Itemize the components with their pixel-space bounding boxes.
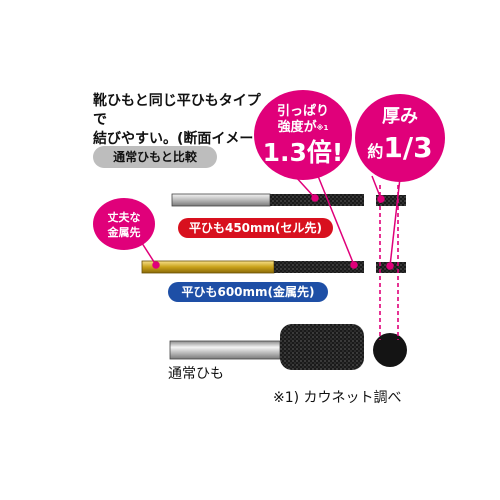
thickness-bubble: 厚み 約1/3 [355,94,445,182]
strength-note: ※1 [316,124,329,132]
strength-line2-text: 強度が [277,120,317,135]
thickness-prefix: 約 [367,142,384,161]
lace-450-drawing [171,193,406,207]
lace-600-drawing [141,260,406,274]
pointer-dot [152,261,160,269]
metal-line2: 金属先 [107,226,141,239]
pointer-dot [350,261,358,269]
metal-tip-bubble: 丈夫な 金属先 [93,198,155,250]
footnote: ※1) カウネット調べ [273,390,402,406]
thickness-value: 1/3 [383,131,433,164]
strength-line2: 強度が※1 [254,120,352,136]
strength-bubble: 引っぱり 強度が※1 1.3倍! [254,90,352,180]
compare-label: 通常ひもと比較 [93,146,217,168]
pointer-line [371,175,382,200]
round-lace-cross-section [373,333,407,367]
cell-tip [171,193,271,207]
round-lace-body [280,324,364,370]
thickness-guides [379,185,399,340]
pointer-line [317,175,355,266]
normal-lace-label: 通常ひも [168,366,224,382]
pointer-dot [377,195,385,203]
normal-lace-drawing [169,324,407,370]
pointer-dot [386,262,394,270]
strength-line1: 引っぱり [276,104,329,119]
lace-600-label: 平ひも600mm(金属先) [168,282,328,302]
pointer-dot [311,194,319,202]
thickness-line1: 厚み [382,106,418,127]
thickness-value-line: 約1/3 [355,130,445,170]
metal-tip [141,260,275,274]
flat-lace-cross-section [376,195,406,206]
thickness-pointers [371,175,401,270]
metal-line1: 丈夫な [107,211,141,224]
flat-lace-body [274,261,364,273]
strength-value: 1.3倍! [262,138,344,167]
headline-line: 靴ひもと同じ平ひもタイプで [93,93,261,128]
lace-450-label: 平ひも450mm(セル先) [178,218,333,238]
pointer-line [389,177,401,267]
normal-tip [169,340,281,360]
